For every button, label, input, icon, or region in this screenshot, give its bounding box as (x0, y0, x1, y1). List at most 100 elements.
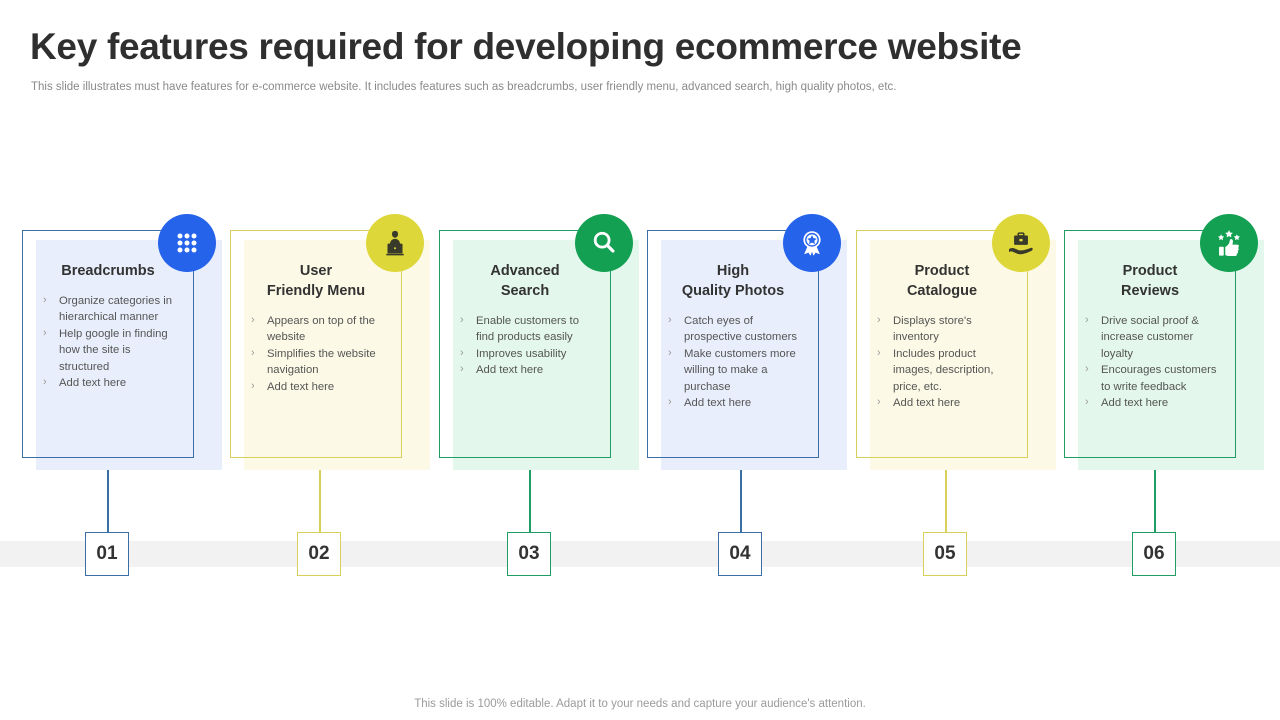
chevron-right-icon: › (460, 314, 464, 326)
chevron-right-icon: › (460, 346, 464, 359)
step-number-box[interactable]: 05 (923, 532, 967, 576)
card-bullet-list: ›Appears on top of the website›Simplifie… (243, 313, 389, 395)
card-body: Product Reviews › Drive social proof & inc… (1064, 230, 1236, 458)
chevron-right-icon: › (877, 395, 881, 408)
connector-line (1154, 470, 1156, 532)
chevron-right-icon: › (251, 346, 255, 359)
timeline-band (0, 541, 1280, 567)
thumbs-up-stars-icon[interactable] (1200, 214, 1258, 272)
chevron-right-icon: › (1085, 314, 1089, 326)
card-backdrop-panel (1078, 240, 1264, 470)
bullet-item: ›Appears on top of the website (245, 313, 389, 346)
bullet-text: Make customers more willing to make a pu… (684, 347, 796, 393)
bullet-text: Enable customers to find products easily (476, 315, 579, 344)
card-backdrop-panel (661, 240, 847, 470)
card-backdrop-panel (870, 240, 1056, 470)
feature-card[interactable]: Breadcrumbs › Organize categories in hiera… (22, 214, 222, 470)
bullet-text: Add text here (684, 396, 752, 409)
card-body: High Quality Photos›Catch eyes of prospe… (647, 230, 819, 458)
card-bullet-list: › Enable customers to find products easil… (452, 313, 598, 379)
page-title: Key features required for developing eco… (30, 26, 1022, 67)
step-number-box[interactable]: 04 (718, 532, 762, 576)
chevron-right-icon: › (251, 379, 255, 392)
bullet-text: Add text here (893, 396, 961, 409)
presenter-podium-icon[interactable] (366, 214, 424, 272)
hand-briefcase-icon[interactable] (992, 214, 1050, 272)
card-title: User Friendly Menu (266, 263, 366, 299)
feature-card[interactable]: Product Catalogue › Displays store's inven… (856, 214, 1056, 470)
chevron-right-icon: › (668, 346, 672, 359)
bullet-text: Add text here (1101, 396, 1169, 409)
bullet-item: › Includes product images, description, p… (871, 346, 1015, 395)
card-body: Advanced Search › Enable customers to find… (439, 230, 611, 458)
feature-card[interactable]: High Quality Photos›Catch eyes of prospe… (647, 214, 847, 470)
connector-line (945, 470, 947, 532)
step-number-box[interactable]: 03 (507, 532, 551, 576)
bullet-item: › Help google in finding how the site is … (37, 326, 181, 375)
chevron-right-icon: › (460, 363, 464, 376)
bullet-item: › Add text here (245, 379, 389, 395)
bullet-text: Add text here (476, 364, 544, 377)
card-bullet-list: › Catch eyes of prospective customers › Mak… (660, 313, 806, 411)
card-body: Product Catalogue › Displays store's inven… (856, 230, 1028, 458)
bullet-item: › Displays store's inventory (871, 313, 1015, 346)
bullet-text: Drive social proof & increase customer l… (1101, 315, 1199, 360)
card-bullet-list: › Displays store's inventory › Includes pro… (869, 313, 1015, 411)
connector-line (107, 470, 109, 532)
card-title: Breadcrumbs (61, 263, 155, 279)
bullet-item: › Simplifies the website navigation (245, 346, 389, 379)
bullet-item: › Encourages customers to write feedback (1079, 362, 1223, 395)
chevron-right-icon: › (251, 314, 255, 326)
card-backdrop-panel (36, 240, 222, 470)
card-title: Advanced Search (490, 263, 560, 299)
bullet-item: › Improves usability (454, 346, 598, 362)
bullet-item: › Add text here (871, 395, 1015, 411)
connector-line (319, 470, 321, 532)
card-bullet-list: › Drive social proof & increase customer … (1077, 313, 1223, 411)
bullet-text: Add text here (59, 376, 127, 389)
chevron-right-icon: › (668, 395, 672, 408)
bullet-item: › Add text here (662, 395, 806, 411)
feature-card[interactable]: Product Reviews › Drive social proof & inc… (1064, 214, 1264, 470)
step-number-box[interactable]: 01 (85, 532, 129, 576)
bullet-item: › Add text here (37, 375, 181, 391)
bullet-text: Organize categories in hierarchical mann… (59, 295, 173, 324)
chevron-right-icon: › (43, 294, 47, 306)
card-backdrop-panel (244, 240, 430, 470)
page-subtitle: This slide illustrates must have feature… (31, 81, 897, 93)
bullet-item: › Make customers more willing to make a p… (662, 346, 806, 395)
card-title: Product Reviews (1120, 263, 1180, 299)
bullet-text: Add text here (267, 380, 335, 393)
bullet-text: Simplifies the website navigation (267, 347, 376, 377)
card-backdrop-panel (453, 240, 639, 470)
bullet-text: Help google in finding how the site is s… (59, 327, 168, 373)
card-body: User Friendly Menu ›Appears on top of the… (230, 230, 402, 458)
chevron-right-icon: › (1085, 363, 1089, 376)
bullet-text: Displays store's inventory (893, 315, 972, 344)
step-number-box[interactable]: 06 (1132, 532, 1176, 576)
bullet-text: Catch eyes of prospective customers (684, 315, 798, 344)
card-body: Breadcrumbs › Organize categories in hiera… (22, 230, 194, 458)
chevron-right-icon: › (877, 346, 881, 359)
bullet-item: › Add text here (454, 362, 598, 378)
apps-grid-icon[interactable] (158, 214, 216, 272)
chevron-right-icon: › (1085, 395, 1089, 408)
step-number-box[interactable]: 02 (297, 532, 341, 576)
bullet-text: Includes product images, description, pr… (893, 347, 994, 393)
bullet-item: › Enable customers to find products easil… (454, 313, 598, 346)
chevron-right-icon: › (668, 314, 672, 326)
chevron-right-icon: › (877, 314, 881, 326)
feature-card[interactable]: Advanced Search › Enable customers to find… (439, 214, 639, 470)
connector-line (740, 470, 742, 532)
bullet-item: › Organize categories in hierarchical man… (37, 293, 181, 326)
card-bullet-list: › Organize categories in hierarchical man… (35, 293, 181, 391)
chevron-right-icon: › (43, 375, 47, 388)
card-title: Product Catalogue (906, 263, 978, 299)
bullet-text: Encourages customers to write feedback (1101, 364, 1217, 393)
award-ribbon-icon[interactable] (783, 214, 841, 272)
search-icon[interactable] (575, 214, 633, 272)
bullet-item: › Drive social proof & increase customer … (1079, 313, 1223, 362)
feature-card[interactable]: User Friendly Menu ›Appears on top of the… (230, 214, 430, 470)
bullet-text: Improves usability (476, 347, 567, 360)
chevron-right-icon: › (43, 326, 47, 339)
